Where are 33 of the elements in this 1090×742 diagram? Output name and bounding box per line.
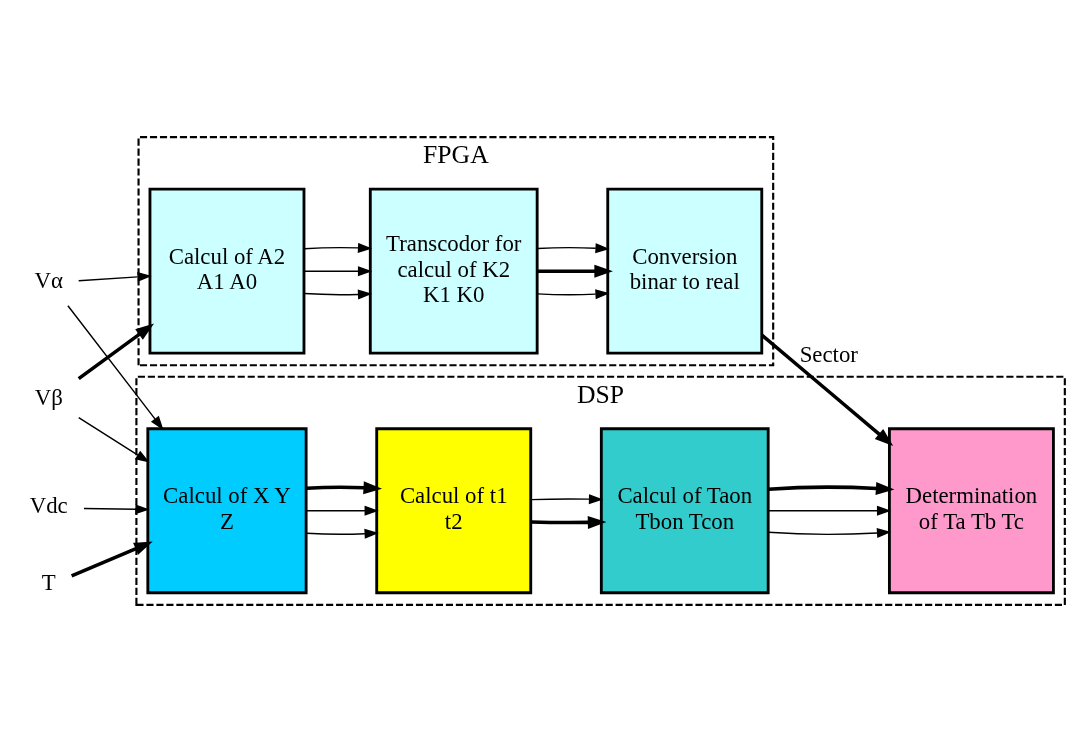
arrow	[78, 271, 152, 282]
node-box: Calcul of t1 t2	[375, 427, 533, 595]
arrow	[531, 515, 607, 529]
arrow	[70, 541, 153, 578]
node-box: Calcul of Taon Tbon Tcon	[599, 427, 770, 595]
arrow	[306, 481, 383, 495]
node-box: Conversion binar to real	[606, 187, 764, 355]
node-box: Calcul of X Y Z	[146, 427, 308, 595]
arrow	[537, 264, 613, 278]
arrow	[67, 305, 164, 431]
arrow	[536, 243, 610, 254]
node-text: Vdc	[29, 493, 68, 519]
arrow	[77, 323, 155, 381]
arrow	[303, 289, 373, 300]
arrow	[306, 528, 379, 539]
arrow	[767, 505, 892, 516]
arrow	[760, 333, 894, 446]
arrow	[78, 416, 150, 463]
edge-label: Sector	[799, 342, 858, 368]
node-text: Vα	[34, 268, 63, 293]
arrow	[83, 504, 150, 515]
arrow	[306, 505, 379, 516]
node-box: Transcodor for calcul of K2 K1 K0	[368, 187, 539, 355]
arrow	[536, 289, 610, 300]
arrow	[767, 528, 892, 538]
node-box: Calcul of A2 A1 A0	[148, 187, 306, 355]
arrow	[768, 481, 895, 495]
node-text: T	[41, 570, 56, 596]
arrow	[303, 242, 373, 253]
arrow	[303, 266, 373, 277]
node-text: Vβ	[34, 384, 63, 410]
node-box: Determination of Ta Tb Tc	[888, 427, 1055, 595]
arrow	[530, 494, 604, 505]
